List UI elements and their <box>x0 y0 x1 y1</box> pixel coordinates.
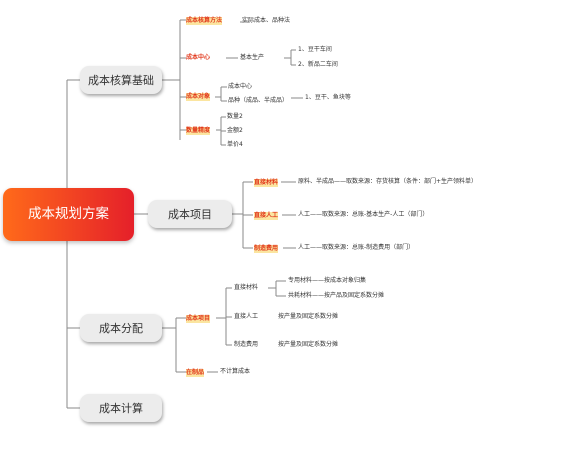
text-manufacturing-overhead: 人工——取数来源：总账-制造费用（部门） <box>298 244 415 251</box>
text-object-variety: 品种（成品、半成品） <box>228 97 289 104</box>
node-cost-items: 成本项目 <box>148 200 232 228</box>
text-accounting-method: 实际成本、品种法 <box>242 17 291 24</box>
text-direct-labor: 人工——取数来源：总账-基本生产-人工（部门） <box>298 211 429 218</box>
text-alloc-material: 直接材料 <box>234 284 259 291</box>
node-cost-accounting-basics: 成本核算基础 <box>80 66 162 94</box>
text-alloc-labor: 按产量及固定系数分摊 <box>278 313 339 320</box>
text-amount-precision: 金额2 <box>227 127 243 134</box>
text-price-precision: 单价4 <box>227 141 243 148</box>
text-alloc-overhead: 按产量及固定系数分摊 <box>278 341 339 348</box>
node-cost-allocation: 成本分配 <box>80 314 162 342</box>
label-manufacturing-overhead: 制造费用 <box>254 245 279 253</box>
label-precision: 数量精度 <box>186 127 211 135</box>
text-workshop-1: 1、豆干车间 <box>298 46 332 53</box>
label-cost-center: 成本中心 <box>186 54 211 61</box>
label-cost-object: 成本对象 <box>186 93 211 101</box>
text-alloc-labor-label: 直接人工 <box>234 313 259 320</box>
text-basic-production: 基本生产 <box>240 54 265 61</box>
text-alloc-shared-material: 共耗材料——按产品及固定系数分摊 <box>288 292 385 299</box>
text-workshop-2: 2、新品二车间 <box>298 61 338 68</box>
label-wip: 在制品 <box>186 369 205 377</box>
text-object-center: 成本中心 <box>228 83 253 90</box>
label-direct-material: 直接材料 <box>254 179 279 187</box>
label-direct-labor: 直接人工 <box>254 212 279 220</box>
label-accounting-method: 成本核算方法 <box>186 17 223 25</box>
text-direct-material: 原料、半成品——取数来源：存货核算（条件：部门+生产领料单） <box>298 178 478 185</box>
text-alloc-overhead-label: 制造费用 <box>234 341 259 348</box>
text-wip: 不计算成本 <box>220 368 251 375</box>
label-alloc-cost-item: 成本项目 <box>186 315 211 323</box>
root-node: 成本规划方案 <box>3 188 134 241</box>
node-cost-calculation: 成本计算 <box>80 394 162 422</box>
text-alloc-special-material: 专用材料——按成本对象归集 <box>288 277 367 284</box>
text-object-products: 1、豆干、鱼块等 <box>305 94 351 101</box>
text-qty-precision: 数量2 <box>227 113 243 120</box>
